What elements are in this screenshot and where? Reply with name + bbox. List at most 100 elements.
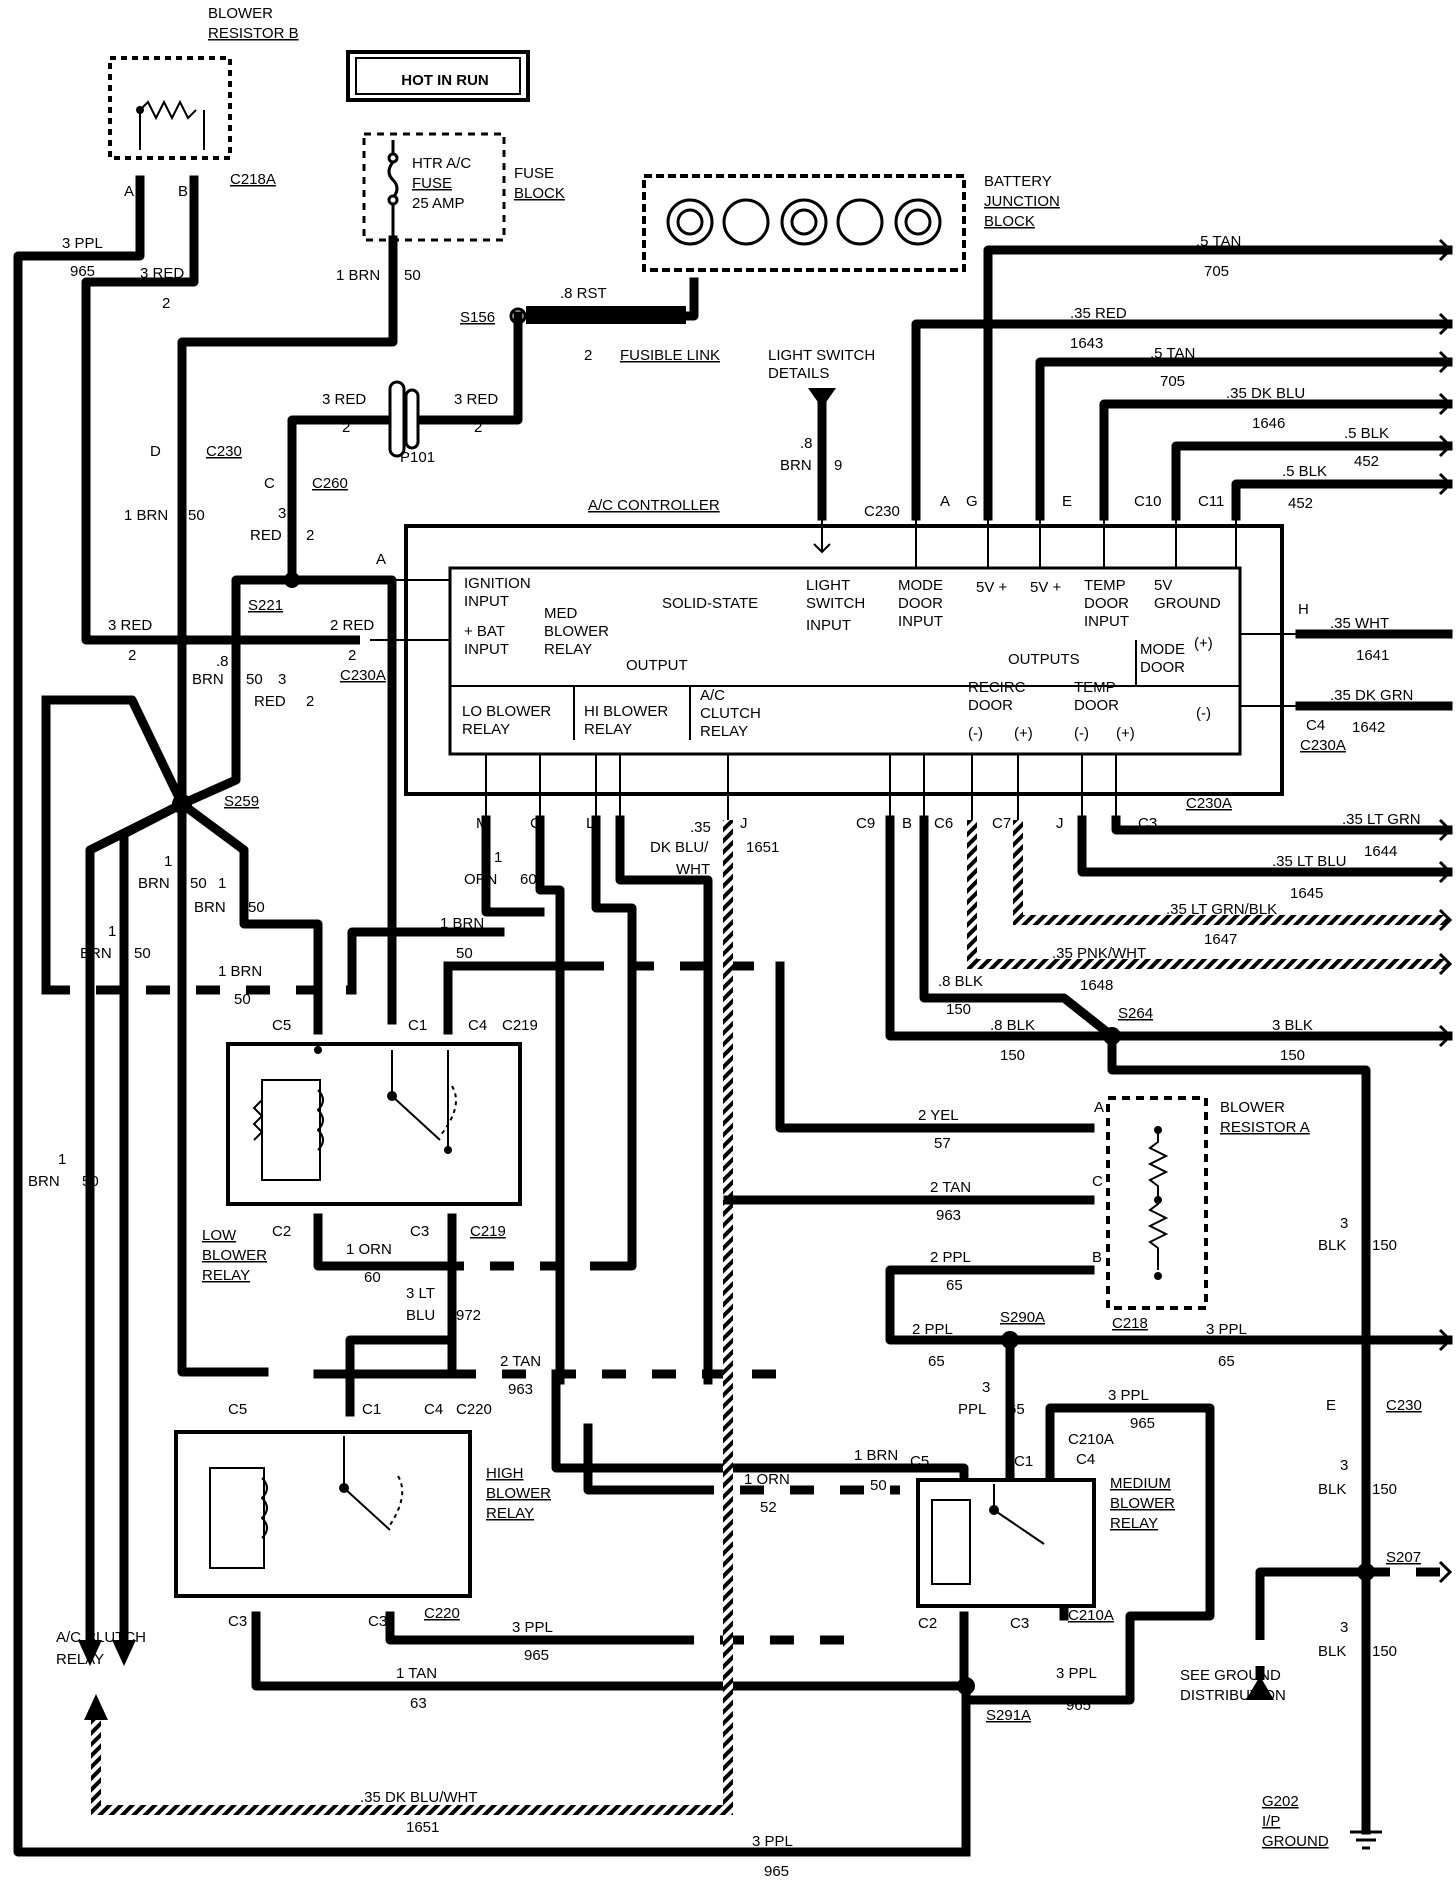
ac-clutch-label1: A/C CLUTCH xyxy=(56,1629,146,1646)
ctrl-light: LIGHT xyxy=(806,577,850,594)
low-relay-label1: LOW xyxy=(202,1227,237,1244)
wl-bs4: 1 xyxy=(218,875,226,892)
wl-50: 50 xyxy=(404,267,421,284)
wl-red2: 2 RED xyxy=(330,617,374,634)
low-pin-c3: C3 xyxy=(410,1223,429,1240)
ctrl-mode-minus: (-) xyxy=(1196,705,1211,722)
splice-s290a: S290A xyxy=(1000,1309,1045,1326)
battery-label3: BLOCK xyxy=(984,213,1035,230)
resistor-a-pin-b: B xyxy=(1092,1249,1102,1266)
rw9-gauge: .35 LT BLU xyxy=(1272,853,1347,870)
wl-ltblu1: 3 LT xyxy=(406,1285,435,1302)
ctrl-med-blower: BLOWER xyxy=(544,623,609,640)
top-pin-a: A xyxy=(940,493,950,510)
light-switch-label2: DETAILS xyxy=(768,365,829,382)
resistor-b-label2: RESISTOR B xyxy=(208,25,299,42)
high-relay-label2: BLOWER xyxy=(486,1485,551,1502)
resistor-a-pin-a: A xyxy=(1094,1099,1104,1116)
wl-orn: ORN xyxy=(464,871,497,888)
wl-bs3: 50 xyxy=(190,875,207,892)
high-pin-c4: C4 xyxy=(424,1401,443,1418)
resistor-a-connector: C218 xyxy=(1112,1315,1148,1332)
wl-red3f: 3 xyxy=(278,671,286,688)
resistor-b-pin-a: A xyxy=(124,183,134,200)
rw6-gauge: .35 WHT xyxy=(1330,615,1389,632)
top-pin-c10: C10 xyxy=(1134,493,1162,510)
ctrl-hi-relay: RELAY xyxy=(584,721,632,738)
bot-pin-c9: C9 xyxy=(856,815,875,832)
wl-tan2: 2 TAN xyxy=(930,1179,971,1196)
ctrl-5v-b: 5V + xyxy=(1030,579,1062,596)
wl-1651: 1651 xyxy=(746,839,779,856)
battery-label1: BATTERY xyxy=(984,173,1052,190)
connector-labels: D C230 C C260 P101 S221 S259 A 2 C230A C… xyxy=(150,443,1422,1724)
resistor-b-connector: C218A xyxy=(230,171,276,188)
splice-s291a: S291A xyxy=(986,1707,1031,1724)
wl-red3b: 3 RED xyxy=(322,391,366,408)
high-pin-c5: C5 xyxy=(228,1401,247,1418)
bot-pin-b: B xyxy=(902,815,912,832)
rw0-gauge: .5 TAN xyxy=(1196,233,1241,250)
light-switch-details: LIGHT SWITCH DETAILS .8 BRN 9 xyxy=(768,347,875,474)
ctrl-ground: GROUND xyxy=(1154,595,1221,612)
ctrl-temp-door: DOOR xyxy=(1084,595,1129,612)
med-relay-label2: BLOWER xyxy=(1110,1495,1175,1512)
ctrl-lo-relay: RELAY xyxy=(462,721,510,738)
ac-clutch-relay-label: A/C CLUTCH RELAY xyxy=(56,1629,146,1668)
wl-bs6: 50 xyxy=(248,899,265,916)
ctrl-med: MED xyxy=(544,605,578,622)
c230a-left: C230A xyxy=(340,667,386,684)
wl-963: 963 xyxy=(936,1207,961,1224)
wl-65b: 65 xyxy=(928,1353,945,1370)
ctrl-recirc-door: DOOR xyxy=(968,697,1013,714)
ctrl-mode-door: DOOR xyxy=(898,595,943,612)
ctrl-mode-door2: DOOR xyxy=(1140,659,1185,676)
ctrl-light-input: INPUT xyxy=(806,617,851,634)
wl-2e: 2 xyxy=(128,647,136,664)
wl-50c: 50 xyxy=(246,671,263,688)
rw7-circuit: 1642 xyxy=(1352,719,1385,736)
high-pin-c3a: C3 xyxy=(228,1613,247,1630)
rw10-circuit: 1647 xyxy=(1204,931,1237,948)
light-switch-label1: LIGHT SWITCH xyxy=(768,347,875,364)
c230-pin-d: D xyxy=(150,443,161,460)
ctrl-temp-minus: (-) xyxy=(1074,725,1089,742)
wl-150c: 150 xyxy=(1280,1047,1305,1064)
wl-bs1: 1 xyxy=(164,853,172,870)
ctrl-lo-blower: LO BLOWER xyxy=(462,703,551,720)
low-c219: C219 xyxy=(502,1017,538,1034)
ctrl-outputs: OUTPUTS xyxy=(1008,651,1080,668)
top-pin-c11: C11 xyxy=(1198,493,1224,510)
wl-orn1m: 1 ORN xyxy=(744,1471,790,1488)
rw2-gauge: .5 TAN xyxy=(1150,345,1195,362)
wl-red3c: 3 RED xyxy=(454,391,498,408)
high-blower-relay: HIGH BLOWER RELAY C5 C1 C4 C220 C3 C3 C2… xyxy=(174,1401,551,1630)
med-pin-c3: C3 xyxy=(1010,1615,1029,1632)
wl-blk3: 3 BLK xyxy=(1272,1017,1313,1034)
fuse-block-label2: BLOCK xyxy=(514,185,565,202)
blower-resistor-b: BLOWER RESISTOR B A B C218A xyxy=(108,5,299,200)
wl-965bot: 965 xyxy=(764,1863,789,1880)
resistor-b-label1: BLOWER xyxy=(208,5,273,22)
rw0-circuit: 705 xyxy=(1204,263,1229,280)
battery-junction-block: BATTERY JUNCTION BLOCK xyxy=(642,173,1060,272)
ctrl-hi-blower: HI BLOWER xyxy=(584,703,668,720)
rw10-gauge: .35 LT GRN/BLK xyxy=(1166,901,1277,918)
wl-150r2: 150 xyxy=(1372,1481,1397,1498)
wl-63: 63 xyxy=(410,1695,427,1712)
high-c220: C220 xyxy=(456,1401,492,1418)
rw4-gauge: .5 BLK xyxy=(1344,425,1389,442)
hot-in-run-label: HOT IN RUN xyxy=(401,72,489,89)
ctrl-mode-plus: (+) xyxy=(1194,635,1213,652)
light-switch-wire2: BRN xyxy=(780,457,812,474)
c230-pin-e: E xyxy=(1326,1397,1336,1414)
ctrl-bat: + BAT xyxy=(464,623,505,640)
wl-2: 2 xyxy=(162,295,170,312)
blower-resistor-a: BLOWER RESISTOR A A C B C218 xyxy=(1092,1096,1310,1332)
wl-1651b: 1651 xyxy=(406,1819,439,1836)
rw9-circuit: 1645 xyxy=(1290,885,1323,902)
bot-pin-j2: J xyxy=(1056,815,1064,832)
wl-brn8: .8 xyxy=(216,653,229,670)
med-relay-label1: MEDIUM xyxy=(1110,1475,1171,1492)
ctrl-temp: TEMP xyxy=(1084,577,1126,594)
